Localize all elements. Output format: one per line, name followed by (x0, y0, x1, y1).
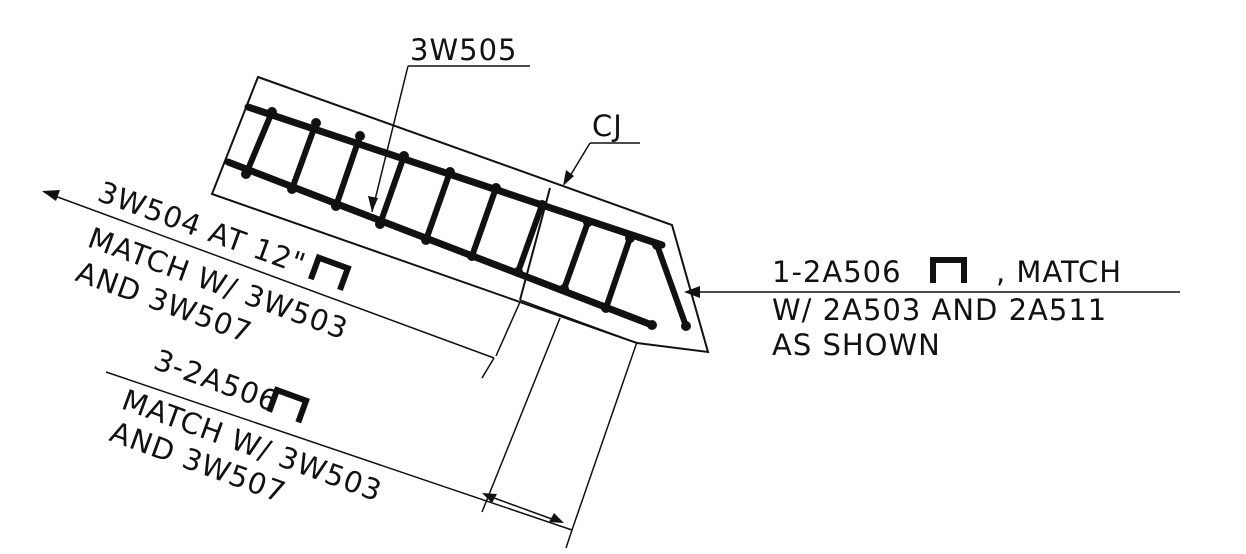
stirrup-symbol-right (930, 257, 967, 283)
right-callout-line1-tail: , MATCH (996, 255, 1122, 289)
left-callout-2: 3-2A506 MATCH W/ 3W503 AND 3W507 (106, 317, 638, 549)
right-callout-arrow (684, 286, 700, 298)
bottom-longitudinal-bar (224, 158, 656, 329)
top-bar-leader-arrow (368, 196, 378, 212)
cj-leader-arrow (563, 170, 574, 186)
stirrup-symbol-left-2 (266, 386, 310, 424)
joint-inner-line (519, 299, 638, 344)
top-bar-label: 3W505 (410, 33, 517, 67)
top-bar-leader (371, 65, 409, 213)
cj-label: CJ (592, 109, 623, 143)
right-callout-line3: AS SHOWN (772, 328, 941, 362)
right-callout-line1: 1-2A506 (772, 255, 902, 289)
stirrup-symbol-left-1 (308, 253, 352, 291)
ties (243, 109, 689, 329)
right-callout-line2: W/ 2A503 AND 2A511 (772, 293, 1107, 327)
section-outline (210, 75, 710, 354)
bar-dots (241, 107, 691, 331)
